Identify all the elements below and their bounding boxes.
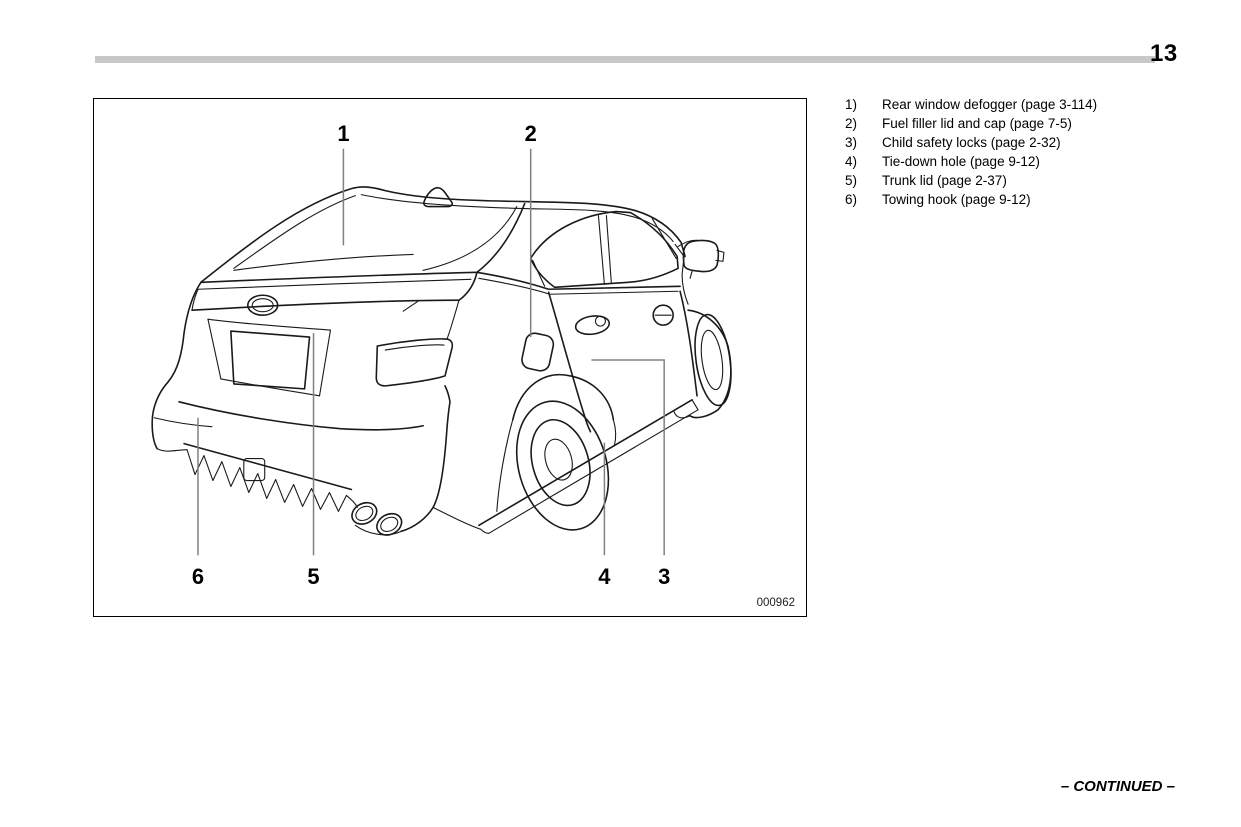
page-number: 13 bbox=[1150, 40, 1178, 67]
legend-item-number: 3) bbox=[845, 135, 858, 150]
legend-item-number: 5) bbox=[845, 173, 858, 188]
legend-item-2: 2) Fuel filler lid and cap (page 7-5) bbox=[845, 114, 1097, 133]
legend-item-label: Fuel filler lid and cap (page 7-5) bbox=[882, 116, 1072, 131]
continued-label: – CONTINUED – bbox=[1060, 778, 1175, 795]
legend-list: 1) Rear window defogger (page 3-114) 2) … bbox=[845, 95, 1097, 209]
car-body bbox=[151, 186, 732, 536]
legend-item-number: 6) bbox=[845, 192, 858, 207]
callout-number-6: 6 bbox=[192, 564, 204, 589]
legend-item-label: Rear window defogger (page 3-114) bbox=[882, 97, 1098, 112]
legend-item-6: 6) Towing hook (page 9-12) bbox=[845, 190, 1097, 209]
callout-numbers: 1 2 3 4 5 6 bbox=[192, 121, 670, 589]
legend-item-3: 3) Child safety locks (page 2-32) bbox=[845, 133, 1097, 152]
callout-number-5: 5 bbox=[307, 564, 319, 589]
legend-item-number: 1) bbox=[845, 97, 858, 112]
legend-item-1: 1) Rear window defogger (page 3-114) bbox=[845, 95, 1097, 114]
header-rule bbox=[95, 56, 1155, 63]
figure-code: 000962 bbox=[756, 597, 795, 609]
callout-line-3 bbox=[591, 359, 665, 556]
legend-item-label: Tie-down hole (page 9-12) bbox=[882, 154, 1040, 169]
callout-number-1: 1 bbox=[337, 121, 349, 146]
figure-box: 1 2 3 4 5 6 000962 bbox=[93, 98, 807, 617]
callout-number-4: 4 bbox=[598, 564, 611, 589]
car-illustration: 1 2 3 4 5 6 bbox=[151, 121, 732, 589]
callout-number-2: 2 bbox=[525, 121, 537, 146]
legend-item-label: Towing hook (page 9-12) bbox=[882, 192, 1031, 207]
legend-item-number: 4) bbox=[845, 154, 858, 169]
callout-lines bbox=[197, 148, 665, 556]
legend-item-label: Trunk lid (page 2-37) bbox=[882, 173, 1007, 188]
callout-number-3: 3 bbox=[658, 564, 670, 589]
legend-item-5: 5) Trunk lid (page 2-37) bbox=[845, 171, 1097, 190]
legend-item-number: 2) bbox=[845, 116, 858, 131]
legend-item-label: Child safety locks (page 2-32) bbox=[882, 135, 1061, 150]
legend-item-4: 4) Tie-down hole (page 9-12) bbox=[845, 152, 1097, 171]
